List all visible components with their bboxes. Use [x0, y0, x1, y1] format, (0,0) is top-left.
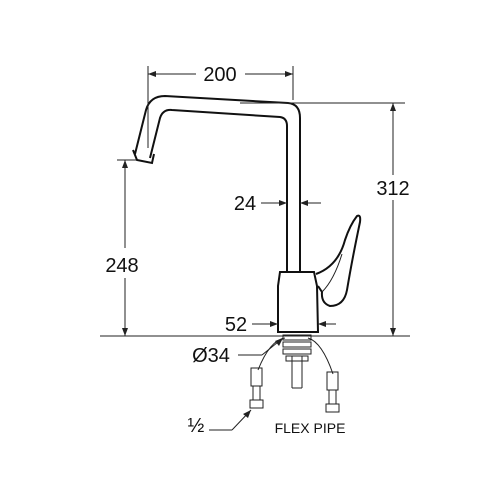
dimension-base-diameter: 52: [225, 314, 336, 336]
flex-pipe-right: [307, 337, 340, 413]
spout-reach-label: 200: [203, 64, 236, 86]
body-width-label: 24: [234, 193, 256, 215]
dimension-spout-reach: 200: [147, 64, 294, 148]
dimension-spout-height: 248: [105, 159, 139, 336]
mounting-hole-label: Ø34: [192, 345, 230, 367]
thread-size-callout: ½: [188, 409, 252, 437]
total-height-label: 312: [376, 178, 409, 200]
flex-pipe-left: [249, 337, 286, 409]
flex-pipe-label: FLEX PIPE: [275, 420, 346, 436]
dimension-mounting-hole: Ø34: [192, 337, 284, 367]
spout-height-label: 248: [105, 255, 138, 277]
dimension-total-height: 312: [240, 102, 410, 336]
mounting-shank: [282, 334, 312, 389]
dimension-body-width: 24: [234, 193, 321, 215]
thread-size-label: ½: [188, 415, 205, 437]
base-diameter-label: 52: [225, 314, 247, 336]
